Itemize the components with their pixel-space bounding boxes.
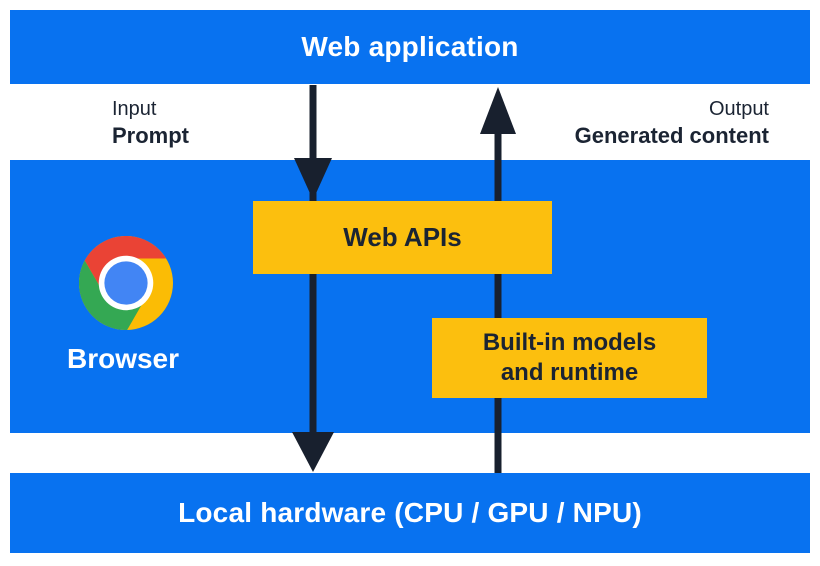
input-title: Input bbox=[112, 98, 157, 120]
local-hardware-bar: Local hardware (CPU / GPU / NPU) bbox=[10, 473, 810, 553]
local-hardware-label: Local hardware (CPU / GPU / NPU) bbox=[178, 497, 642, 528]
builtin-models-label-line1: Built-in models bbox=[482, 329, 657, 356]
web-apis-box: Web APIs bbox=[253, 201, 552, 274]
input-label-group: Input Prompt bbox=[112, 97, 189, 149]
input-value: Prompt bbox=[112, 123, 189, 148]
down-arrowhead-hardware bbox=[292, 432, 334, 472]
output-value: Generated content bbox=[574, 123, 769, 148]
up-arrowhead-web-application bbox=[480, 87, 516, 134]
builtin-models-box: Built-in models and runtime bbox=[432, 318, 707, 398]
builtin-models-label-line2: and runtime bbox=[500, 359, 639, 386]
output-label-group: Output Generated content bbox=[575, 97, 769, 149]
output-title: Output bbox=[708, 98, 769, 120]
web-application-label: Web application bbox=[301, 31, 519, 62]
chrome-logo-icon bbox=[78, 235, 173, 331]
web-application-bar: Web application bbox=[10, 10, 810, 84]
browser-label: Browser bbox=[66, 343, 180, 374]
web-apis-label: Web APIs bbox=[343, 222, 462, 252]
